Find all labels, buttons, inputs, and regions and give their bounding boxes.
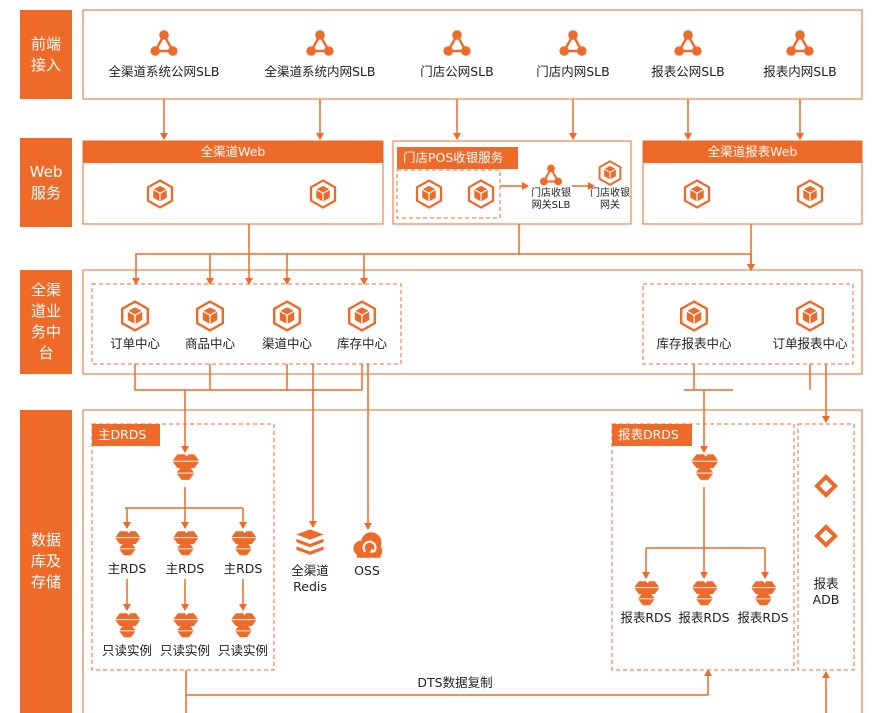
frontend-frame: [82, 9, 863, 100]
report-rds-label: 报表RDS: [737, 610, 789, 625]
pos-service-header: 门店POS收银服务: [397, 147, 518, 169]
main-rds-label: 主RDS: [223, 561, 263, 576]
main-drds-icon: [171, 453, 200, 481]
redis-icon: [296, 529, 324, 555]
readonly-instance-icon: [230, 612, 258, 638]
layer-label-midplatform: 全渠 道业 务中 台: [20, 270, 72, 374]
pos-to-order-center-arrow: [132, 224, 520, 285]
business-center-label: 商品中心: [184, 336, 235, 351]
pos-gateway-slb-label: 门店收银 网关SLB: [531, 188, 571, 211]
dts-replication-label: DTS数据复制: [417, 675, 493, 690]
main-drds-group: [91, 423, 275, 671]
business-center-icon: [195, 300, 225, 332]
main-rds-label: 主RDS: [107, 561, 147, 576]
adb-group: [797, 423, 855, 671]
omni-web-header: 全渠道Web: [83, 141, 383, 163]
load-balancer-icon: [442, 29, 472, 57]
report-drds-icon: [690, 453, 719, 481]
rds-icon: [114, 530, 142, 556]
business-center-icon: [120, 300, 150, 332]
adb-icon: [814, 524, 838, 548]
ecs-server-icon: [146, 179, 174, 209]
pos-service-servers-group: [396, 169, 501, 219]
load-balancer-icon: [673, 29, 703, 57]
pos-gateway-slb-icon: [538, 163, 564, 187]
layer-label-storage: 数据 库及 存储: [20, 410, 72, 713]
layer-label-frontend: 前端 接入: [20, 10, 72, 99]
business-center-label: 渠道中心: [261, 336, 312, 351]
load-balancer-icon: [305, 29, 335, 57]
report-center-label: 库存报表中心: [656, 336, 732, 351]
report-center-icon: [680, 300, 708, 332]
ecs-server-icon: [309, 179, 337, 209]
report-web-header: 全渠道报表Web: [643, 141, 862, 163]
frontend-slb-label: 报表公网SLB: [651, 64, 725, 79]
report-rds-label: 报表RDS: [620, 610, 672, 625]
adb-label: 报表 ADB: [812, 576, 840, 607]
redis-label: 全渠道 Redis: [291, 563, 329, 594]
pos-service-box: [392, 140, 632, 225]
report-rds-label: 报表RDS: [678, 610, 730, 625]
load-balancer-icon: [558, 29, 588, 57]
main-rds-label: 主RDS: [165, 561, 205, 576]
readonly-instance-label: 只读实例: [159, 643, 210, 658]
storage-frame: [82, 409, 863, 713]
adb-icon: [814, 474, 838, 498]
ecs-server-icon: [796, 179, 824, 209]
readonly-instance-label: 只读实例: [217, 643, 268, 658]
business-center-icon: [348, 300, 376, 332]
oss-icon: [352, 531, 384, 559]
pos-to-report-arrow: [519, 253, 755, 271]
report-rds-icon: [750, 580, 778, 606]
business-center-icon: [273, 300, 301, 332]
load-balancer-icon: [149, 29, 179, 57]
business-center-label: 订单中心: [109, 336, 160, 351]
report-rds-icon: [633, 580, 661, 606]
frontend-slb-label: 报表内网SLB: [763, 64, 837, 79]
readonly-instance-icon: [172, 612, 200, 638]
frontend-slb-label: 全渠道系统公网SLB: [108, 64, 220, 79]
layer-label-web: Web 服务: [20, 138, 72, 227]
main-drds-header: 主DRDS: [92, 424, 160, 446]
frontend-slb-label: 门店内网SLB: [536, 64, 610, 79]
ecs-server-icon: [467, 179, 495, 209]
ecs-server-icon: [415, 179, 443, 209]
frontend-slb-label: 门店公网SLB: [420, 64, 494, 79]
report-rds-icon: [691, 580, 719, 606]
business-center-label: 库存中心: [336, 336, 387, 351]
dts-replication-arrow: [185, 669, 712, 696]
report-center-label: 订单报表中心: [772, 336, 848, 351]
report-drds-header: 报表DRDS: [612, 424, 692, 446]
midplatform-frame: [82, 269, 863, 375]
load-balancer-icon: [785, 29, 815, 57]
pos-gateway-icon: [598, 160, 622, 186]
frontend-slb-label: 全渠道系统内网SLB: [264, 64, 376, 79]
pos-gateway-label: 门店收银 网关: [590, 188, 630, 211]
ecs-server-icon: [683, 179, 711, 209]
oss-label: OSS: [354, 563, 380, 578]
readonly-instance-label: 只读实例: [101, 643, 152, 658]
rds-icon: [172, 530, 200, 556]
readonly-instance-icon: [114, 612, 142, 638]
rds-icon: [230, 530, 258, 556]
report-drds-group: [611, 423, 795, 671]
report-centers-group: [642, 283, 854, 365]
report-center-icon: [796, 300, 824, 332]
business-centers-group: [91, 283, 402, 365]
